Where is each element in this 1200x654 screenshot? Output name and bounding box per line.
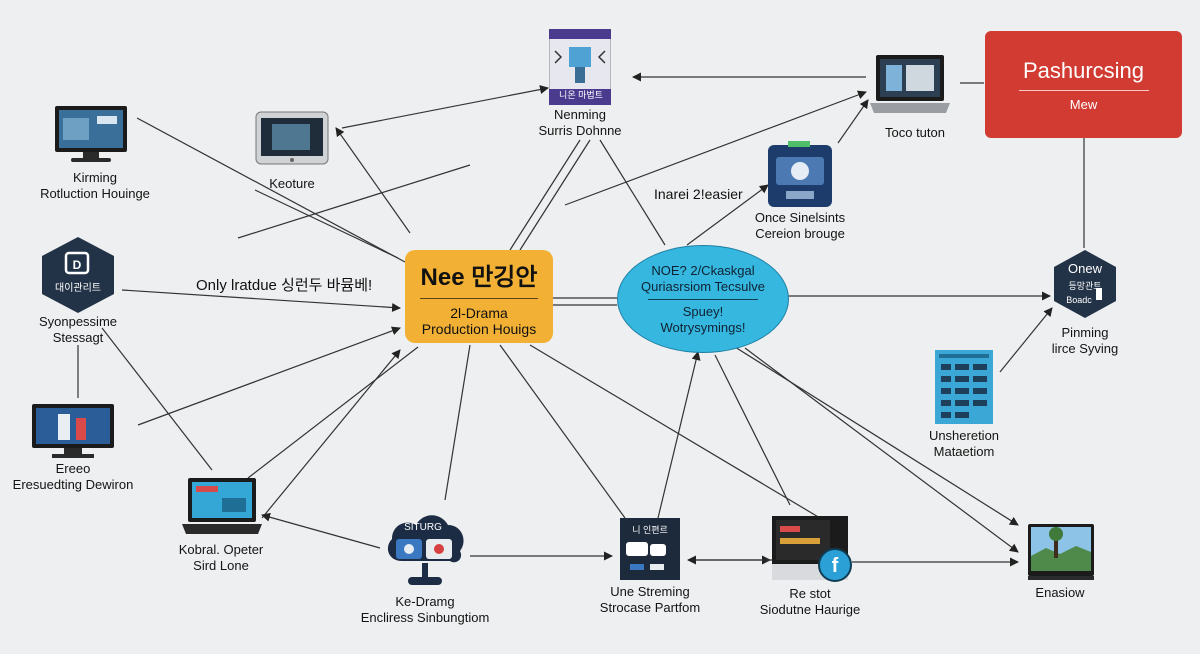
node-synopsis-line1: Syonpessime — [38, 314, 118, 329]
node-kedramg-line1: Ke-Dramg — [395, 594, 455, 609]
divider — [1018, 89, 1149, 91]
banner-title: Pashurcsing — [1022, 57, 1145, 83]
node-synopsis-badge: 대이관리트 — [55, 283, 101, 294]
node-once-line1: Once Sinelsints — [754, 210, 846, 225]
node-keoture-line1: Keoture — [269, 176, 315, 191]
pashurcsing-banner[interactable]: Pashurcsing Mew — [985, 31, 1182, 138]
node-ereeo-line1: Ereeo — [55, 461, 91, 476]
edge — [714, 354, 791, 506]
edge — [564, 90, 867, 206]
edge — [254, 189, 399, 259]
edge — [335, 127, 411, 234]
device-icon — [768, 141, 832, 207]
laptop-icon — [182, 478, 262, 534]
main-hub-line2: Production Houigs — [421, 320, 537, 337]
blue-hub-line3: Spuey! — [682, 303, 724, 319]
node-unsheretion-line1: Unsheretion — [928, 428, 1000, 443]
app-panel-icon — [549, 29, 611, 105]
svg-text:f: f — [832, 555, 839, 577]
laptop-icon — [870, 55, 950, 113]
node-ereeo-line2: Eresuedting Dewiron — [12, 477, 134, 492]
edge — [499, 344, 626, 519]
landscape-monitor-icon — [1028, 524, 1094, 580]
main-hub-line1: 2l-Drama — [450, 304, 508, 321]
node-nenming-line2: Surris Dohnne — [538, 123, 622, 138]
tablet-icon — [255, 111, 329, 165]
blue-hub-line2: Quriasrsiom Tecsulve — [640, 278, 766, 294]
node-restot-line1: Re stot — [789, 586, 831, 601]
edge — [137, 326, 401, 426]
node-une-line1: Une Streming — [610, 584, 690, 599]
node-synopsis-line2: Stessagt — [52, 330, 104, 345]
edge — [261, 512, 381, 549]
edge — [686, 184, 769, 246]
divider — [420, 297, 538, 299]
node-kirming-line2: Rotluction Houinge — [40, 186, 150, 201]
banner-subtitle: Mew — [1069, 96, 1098, 112]
free-label-center-top: Inarei 2!easier — [654, 186, 743, 202]
edge — [101, 327, 213, 471]
edge — [657, 351, 701, 519]
node-kobral-line2: Sird Lone — [193, 558, 249, 573]
blue-hub-line4: Wotrysymings! — [660, 319, 746, 335]
edge — [121, 289, 401, 312]
node-kirming-line1: Kirming — [72, 170, 118, 185]
edge — [744, 347, 1019, 553]
edge — [519, 139, 591, 251]
monitor-icon — [55, 106, 127, 162]
main-hub-title: Nee 만깅안 — [420, 263, 538, 291]
edge — [999, 307, 1053, 373]
edge — [509, 139, 581, 251]
edge — [261, 349, 401, 519]
edge — [837, 99, 869, 144]
edge — [444, 344, 471, 501]
node-restot-line2: Siodutne Haurige — [759, 602, 861, 617]
blue-hub-ellipse[interactable]: NOE? 2/Ckaskgal Quriasrsiom Tecsulve Spu… — [617, 245, 789, 353]
edge — [237, 164, 471, 239]
node-onew-line1: Pinming — [1061, 325, 1109, 340]
node-unsheretion-line2: Mataetiom — [933, 444, 995, 459]
edge — [529, 344, 821, 519]
node-nenming-badge: 니온 마법트 — [559, 90, 603, 100]
edge — [726, 341, 1019, 526]
node-une-badge: 니 인편르 — [632, 525, 668, 535]
svg-text:D: D — [73, 258, 82, 272]
blue-hub-line1: NOE? 2/Ckaskgal — [651, 262, 755, 278]
free-label-left-mid: Only lratdue 싱런두 바뮴베! — [196, 277, 373, 294]
node-une-line2: Strocase Partfom — [599, 600, 701, 615]
node-once-line2: Cereion brouge — [755, 226, 845, 241]
node-kedramg-badge: SITURG — [404, 522, 442, 533]
chat-panel-icon — [620, 518, 680, 580]
facebook-icon: f — [818, 548, 852, 582]
node-enasiow-line1: Enasiow — [1035, 585, 1085, 600]
divider — [648, 298, 758, 300]
node-nenming-line1: Nenming — [553, 107, 607, 122]
list-panel-icon — [935, 350, 993, 424]
monitor-icon — [32, 404, 114, 458]
edge — [341, 85, 549, 129]
node-onew-badge-mid: 등망관트 — [1068, 281, 1102, 291]
edge — [136, 117, 406, 263]
node-toco-line1: Toco tuton — [885, 125, 945, 140]
edge — [247, 346, 419, 479]
main-hub-box[interactable]: Nee 만깅안 2l-Drama Production Houigs — [405, 250, 553, 343]
node-onew-badge-bot: Boadc — [1066, 295, 1092, 305]
node-onew-badge-top: Onew — [1068, 261, 1102, 276]
hexagon-logo-icon: D — [42, 237, 114, 313]
hexagon-badge-icon — [1054, 250, 1116, 318]
node-kobral-line1: Kobral. Opeter — [178, 542, 264, 557]
cloud-icon — [387, 515, 464, 585]
node-kedramg-line2: Encliress Sinbungtiom — [360, 610, 490, 625]
edge — [599, 139, 666, 246]
node-onew-line2: lirce Syving — [1051, 341, 1119, 356]
